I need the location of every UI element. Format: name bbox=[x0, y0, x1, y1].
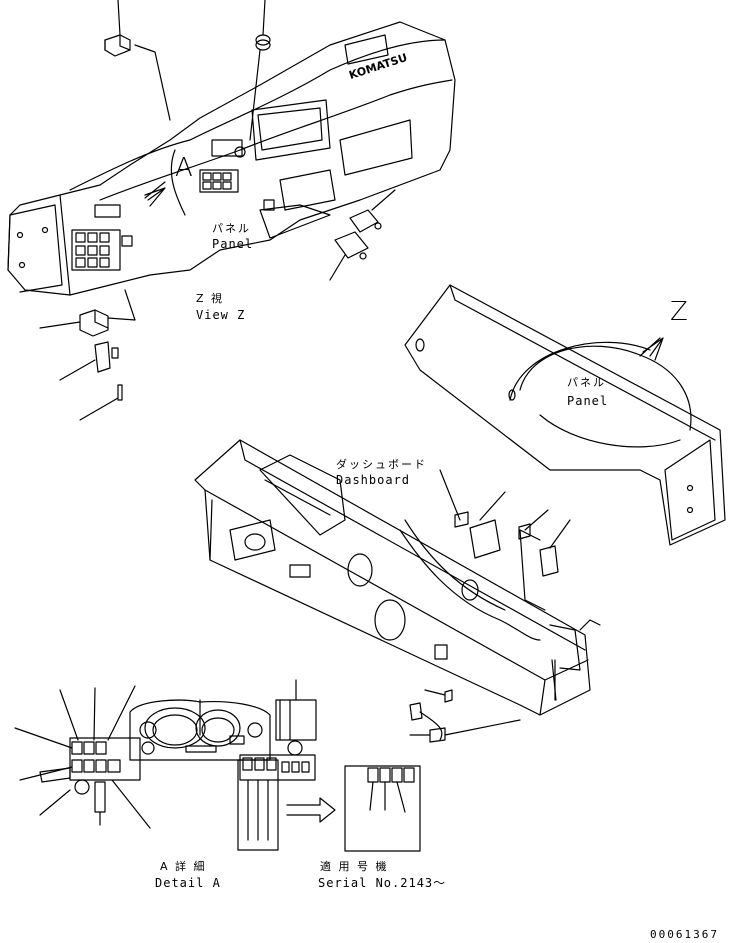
view-z-label-jp: Z 視 bbox=[196, 292, 225, 305]
panel-right-label-jp: パネル bbox=[567, 376, 606, 389]
panel-label-jp: パネル bbox=[212, 222, 251, 235]
detail-a-label-jp: A 詳 細 bbox=[160, 860, 207, 873]
side-cover-drawing bbox=[404, 284, 726, 546]
dashboard-frame-drawing bbox=[194, 439, 601, 743]
dashboard-label-en: Dashboard bbox=[336, 473, 411, 487]
panel-right-label-en: Panel bbox=[567, 394, 609, 408]
dashboard-label-jp: ダッシュボード bbox=[336, 458, 427, 471]
panel-label-en: Panel bbox=[212, 237, 254, 251]
drawing-number: 00061367 bbox=[650, 928, 719, 941]
view-marker-a: A bbox=[175, 153, 194, 183]
detail-a-label-en: Detail A bbox=[155, 876, 221, 890]
instrument-panel-drawing bbox=[7, 21, 456, 296]
view-marker-z: Z bbox=[670, 297, 689, 327]
serial-label-en: Serial No.2143～ bbox=[318, 876, 447, 890]
detail-a-drawing bbox=[14, 679, 421, 852]
serial-label-jp: 適 用 号 機 bbox=[320, 860, 389, 873]
view-z-label-en: View Z bbox=[196, 308, 246, 322]
top-parts bbox=[39, 0, 396, 421]
